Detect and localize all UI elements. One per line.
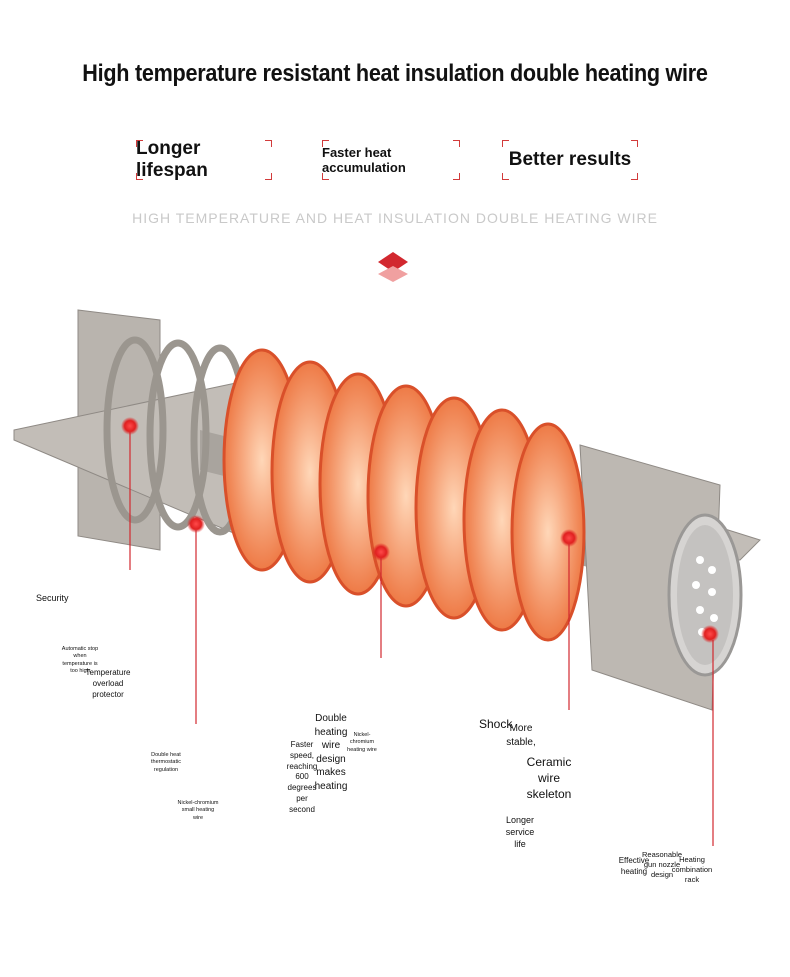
label-combo: Heating combination rack (671, 855, 713, 885)
gun-nozzle-disc (667, 513, 743, 677)
diamond-icon (378, 252, 408, 282)
hotspot-ceramic (560, 529, 578, 547)
label-effective: Effective heating (618, 856, 650, 876)
nickel-chromium-coil (222, 348, 586, 642)
label-faster-speed: Faster speed, reaching 600 degrees per s… (286, 740, 318, 814)
label-longer-life: Longer service life (505, 815, 535, 850)
label-overload: Temperature overload protector (85, 668, 131, 699)
label-more-stable: More stable, (506, 723, 536, 748)
label-double-heat: Double heat thermostatic regulation (151, 752, 181, 773)
feature-lifespan: Longer lifespan (136, 138, 272, 181)
label-security: Security (36, 593, 69, 603)
insulated-wire (103, 336, 250, 536)
hotspot-double-wire (372, 543, 390, 561)
feature-results-label: Better results (508, 149, 632, 170)
hotspot-nozzle (701, 625, 719, 643)
label-shock: Shock (479, 717, 513, 731)
page-title: High temperature resistant heat insulati… (82, 60, 708, 87)
heating-element-illustration (13, 252, 761, 846)
hotspot-double-heat (187, 515, 205, 533)
feature-lifespan-label: Longer lifespan (136, 138, 208, 181)
label-nickel-small: Nickel-chromium small heating wire (177, 800, 219, 821)
label-reasonable: Reasonable gun nozzle design (642, 850, 683, 880)
subtitle: HIGH TEMPERATURE AND HEAT INSULATION DOU… (132, 210, 658, 226)
label-ceramic: Ceramic wire skeleton (526, 755, 572, 802)
label-double-wire: Double heating wire design makes heating (314, 713, 348, 792)
hotspot-security (121, 417, 139, 435)
feature-heat-label: Faster heat accumulation (322, 145, 406, 175)
label-nickel-wire: Nickel-chromium heating wire (347, 732, 377, 753)
feature-results: Better results (502, 140, 638, 180)
feature-heat-accumulation: Faster heat accumulation (322, 140, 460, 180)
label-auto-stop: Automatic stop when temperature is too h… (61, 646, 99, 675)
